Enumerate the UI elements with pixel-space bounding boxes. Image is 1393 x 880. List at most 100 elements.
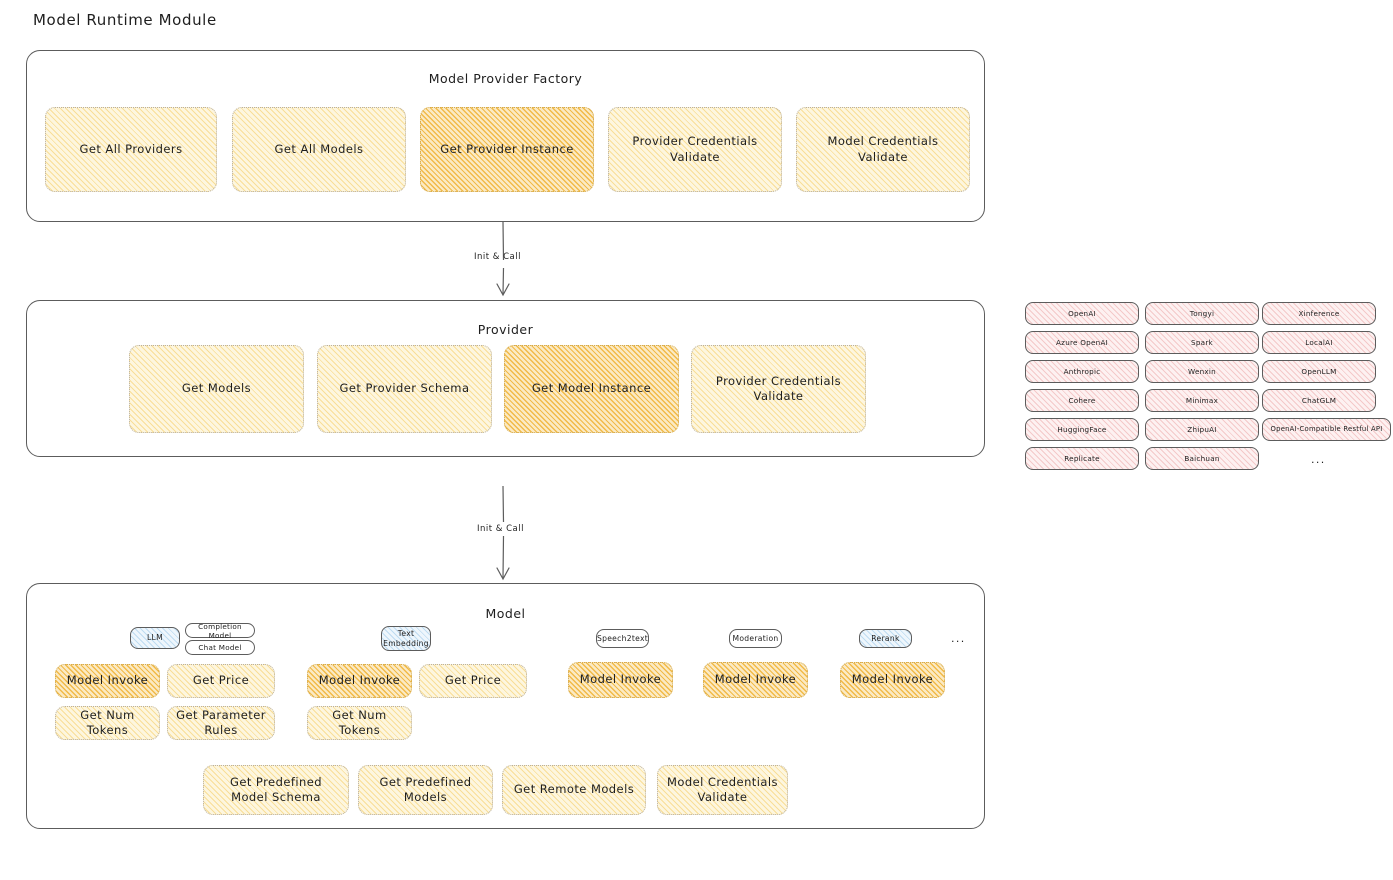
node-get-model-instance[interactable]: Get Model Instance xyxy=(504,345,679,433)
provider-pill-label: OpenAI-Compatible Restful API xyxy=(1270,425,1383,434)
node-model-credentials-validate[interactable]: Model Credentials Validate xyxy=(657,765,788,815)
provider-pill-huggingface[interactable]: HuggingFace xyxy=(1025,418,1139,441)
page-title: Model Runtime Module xyxy=(33,11,217,29)
node-model-credentials-validate-factory[interactable]: Model Credentials Validate xyxy=(796,107,970,192)
provider-pill-spark[interactable]: Spark xyxy=(1145,331,1259,354)
arrow-label-init-and-call-2: Init & Call xyxy=(477,524,524,534)
provider-pill-baichuan[interactable]: Baichuan xyxy=(1145,447,1259,470)
node-label: Model Credentials Validate xyxy=(666,774,778,804)
provider-pill-label: Baichuan xyxy=(1184,454,1220,463)
provider-pill-label: Xinference xyxy=(1298,309,1340,318)
node-label: Get Predefined Models xyxy=(379,774,472,804)
node-label: Get Models xyxy=(181,381,252,396)
provider-pill-zhipuai[interactable]: ZhipuAI xyxy=(1145,418,1259,441)
group-title-provider: Provider xyxy=(477,322,534,337)
node-get-remote-models[interactable]: Get Remote Models xyxy=(502,765,646,815)
node-label: Get All Models xyxy=(274,141,364,156)
provider-pill-replicate[interactable]: Replicate xyxy=(1025,447,1139,470)
node-get-provider-instance[interactable]: Get Provider Instance xyxy=(420,107,594,192)
provider-pill-label: Cohere xyxy=(1068,396,1096,405)
node-label: Get Price xyxy=(444,673,502,688)
node-text-embedding-get-num-tokens[interactable]: Get Num Tokens xyxy=(307,706,412,740)
node-moderation-model-invoke[interactable]: Model Invoke xyxy=(703,662,808,698)
node-label: Model Invoke xyxy=(318,673,401,688)
model-category-label: Text Embedding xyxy=(383,629,429,648)
node-label: Model Credentials Validate xyxy=(827,134,939,164)
node-label: Provider Credentials Validate xyxy=(632,134,758,164)
node-label: Get Provider Instance xyxy=(440,141,574,156)
node-label: Get Model Instance xyxy=(531,381,652,396)
provider-pill-label: ChatGLM xyxy=(1301,396,1337,405)
node-get-all-models[interactable]: Get All Models xyxy=(232,107,406,192)
node-llm-model-invoke[interactable]: Model Invoke xyxy=(55,664,160,698)
node-get-provider-schema[interactable]: Get Provider Schema xyxy=(317,345,492,433)
provider-pill-label: OpenAI xyxy=(1068,309,1096,318)
node-get-all-providers[interactable]: Get All Providers xyxy=(45,107,217,192)
model-category-label: Moderation xyxy=(732,633,779,643)
provider-pill-wenxin[interactable]: Wenxin xyxy=(1145,360,1259,383)
model-category-text-embedding[interactable]: Text Embedding xyxy=(381,626,431,651)
arrow-factory-to-provider xyxy=(496,222,510,297)
model-subtype-completion-model[interactable]: Completion Model xyxy=(185,621,255,640)
node-provider-credentials-validate[interactable]: Provider Credentials Validate xyxy=(691,345,866,433)
node-text-embedding-get-price[interactable]: Get Price xyxy=(419,664,527,698)
provider-pill-label: LocalAI xyxy=(1305,338,1333,347)
arrow-provider-to-model xyxy=(496,486,510,581)
node-rerank-model-invoke[interactable]: Model Invoke xyxy=(840,662,945,698)
provider-pill-label: Anthropic xyxy=(1063,367,1101,376)
node-llm-get-num-tokens[interactable]: Get Num Tokens xyxy=(55,706,160,740)
provider-pill-cohere[interactable]: Cohere xyxy=(1025,389,1139,412)
group-title-factory: Model Provider Factory xyxy=(428,71,583,86)
model-category-llm[interactable]: LLM xyxy=(130,627,180,649)
model-subtype-chat-model[interactable]: Chat Model xyxy=(185,640,255,655)
provider-pill-chatglm[interactable]: ChatGLM xyxy=(1262,389,1376,412)
provider-pill-minimax[interactable]: Minimax xyxy=(1145,389,1259,412)
node-label: Model Invoke xyxy=(714,672,797,687)
group-title-model: Model xyxy=(485,606,526,621)
node-label: Get Parameter Rules xyxy=(176,707,266,737)
provider-pill-openai-compatible-restful-api[interactable]: OpenAI-Compatible Restful API xyxy=(1262,418,1391,441)
provider-pill-label: Tongyi xyxy=(1189,309,1215,318)
node-label: Get Remote Models xyxy=(513,782,635,797)
provider-pill-label: Replicate xyxy=(1064,454,1100,463)
provider-list-ellipsis: ... xyxy=(1311,453,1326,466)
node-text-embedding-model-invoke[interactable]: Model Invoke xyxy=(307,664,412,698)
provider-pill-label: ZhipuAI xyxy=(1187,425,1217,434)
node-label: Get Num Tokens xyxy=(332,707,387,737)
model-category-moderation[interactable]: Moderation xyxy=(729,629,782,648)
provider-pill-openllm[interactable]: OpenLLM xyxy=(1262,360,1376,383)
node-label: Model Invoke xyxy=(851,672,934,687)
group-model: Model xyxy=(26,583,996,842)
provider-pill-label: Wenxin xyxy=(1188,367,1216,376)
provider-pill-label: HuggingFace xyxy=(1057,425,1107,434)
node-label: Get All Providers xyxy=(79,141,183,156)
node-get-models[interactable]: Get Models xyxy=(129,345,304,433)
provider-pill-anthropic[interactable]: Anthropic xyxy=(1025,360,1139,383)
node-get-predefined-models[interactable]: Get Predefined Models xyxy=(358,765,493,815)
provider-pill-xinference[interactable]: Xinference xyxy=(1262,302,1376,325)
arrow-label-init-and-call-1: Init & Call xyxy=(474,252,521,262)
model-category-label: Speech2text xyxy=(596,633,649,643)
model-categories-ellipsis: ... xyxy=(951,632,966,645)
model-subtype-label: Chat Model xyxy=(198,643,242,652)
node-label: Get Predefined Model Schema xyxy=(229,774,323,804)
model-category-speech2text[interactable]: Speech2text xyxy=(596,629,649,648)
provider-pill-localai[interactable]: LocalAI xyxy=(1262,331,1376,354)
node-llm-get-parameter-rules[interactable]: Get Parameter Rules xyxy=(167,706,275,740)
node-get-predefined-model-schema[interactable]: Get Predefined Model Schema xyxy=(203,765,349,815)
provider-pill-openai[interactable]: OpenAI xyxy=(1025,302,1139,325)
provider-pill-label: OpenLLM xyxy=(1301,367,1337,376)
provider-pill-azure-openai[interactable]: Azure OpenAI xyxy=(1025,331,1139,354)
node-label: Get Price xyxy=(192,673,250,688)
node-speech2text-model-invoke[interactable]: Model Invoke xyxy=(568,662,673,698)
node-label: Get Provider Schema xyxy=(339,381,470,396)
model-subtype-label: Completion Model xyxy=(198,621,242,640)
provider-pill-label: Azure OpenAI xyxy=(1056,338,1108,347)
node-provider-credentials-validate-factory[interactable]: Provider Credentials Validate xyxy=(608,107,782,192)
node-label: Get Num Tokens xyxy=(80,707,135,737)
model-category-rerank[interactable]: Rerank xyxy=(859,629,912,648)
node-llm-get-price[interactable]: Get Price xyxy=(167,664,275,698)
node-label: Model Invoke xyxy=(66,673,149,688)
provider-pill-tongyi[interactable]: Tongyi xyxy=(1145,302,1259,325)
